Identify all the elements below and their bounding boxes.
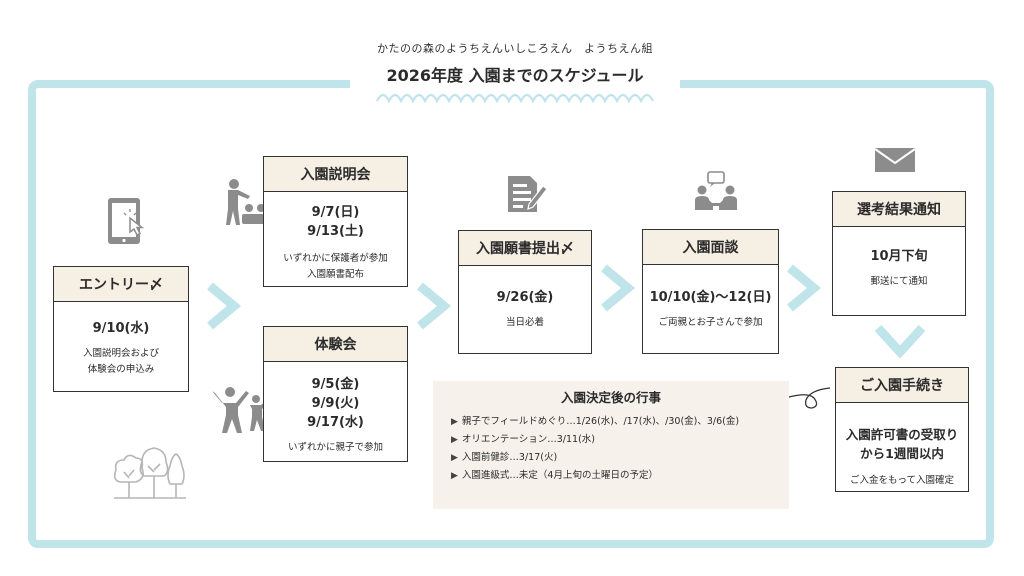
arrow-chevron-icon	[417, 282, 452, 330]
interview-date: 10/10(金)〜12(日)	[649, 290, 772, 305]
trial-date-2: 9/9(火)	[311, 396, 360, 411]
trial-kids-icon	[212, 387, 270, 433]
document-pen-icon	[508, 176, 548, 212]
title-block: かたのの森のようちえんいしころえん ようちえん組 2026年度 入園までのスケジ…	[350, 30, 680, 115]
result-note: 郵送にて通知	[870, 276, 928, 287]
application-heading: 入園願書提出〆	[459, 231, 591, 266]
triangle-bullet-icon: ▶	[451, 453, 458, 463]
events-title: 入園決定後の行事	[560, 390, 661, 405]
event-item: ▶オリエンテーション…3/11(水)	[451, 434, 595, 445]
result-date: 10月下旬	[870, 249, 928, 264]
briefing-card: 入園説明会 9/7(日) 9/13(土) いずれかに保護者が参加 入園願書配布	[263, 156, 408, 287]
event-item: ▶入園進級式…未定（4月上旬の土曜日の予定）	[451, 470, 658, 481]
application-card: 入園願書提出〆 9/26(金) 当日必着	[458, 230, 592, 354]
procedure-note: ご入金をもって入園確定	[849, 475, 955, 486]
briefing-date-1: 9/7(日)	[311, 205, 360, 220]
interview-heading: 入園面談	[643, 230, 778, 265]
interview-icon	[695, 171, 737, 210]
interview-card: 入園面談 10/10(金)〜12(日) ご両親とお子さんで参加	[642, 229, 779, 354]
trial-card: 体験会 9/5(金) 9/9(火) 9/17(水) いずれかに親子で参加	[263, 326, 408, 462]
trial-date-3: 9/17(水)	[307, 415, 364, 430]
arrow-chevron-icon	[601, 264, 636, 312]
trial-date-1: 9/5(金)	[311, 377, 360, 392]
application-note: 当日必着	[505, 317, 544, 328]
trial-heading: 体験会	[264, 327, 407, 362]
procedure-line-1: 入園許可書の受取り	[845, 427, 959, 442]
entry-note-2: 体験会の申込み	[87, 364, 155, 375]
interview-note: ご両親とお子さんで参加	[658, 317, 763, 328]
envelope-icon	[874, 148, 916, 172]
post-admission-events: 入園決定後の行事 ▶親子でフィールドめぐり…1/26(水)、/17(水)、/30…	[433, 381, 789, 509]
entry-date: 9/10(水)	[92, 321, 150, 336]
event-item: ▶親子でフィールドめぐり…1/26(水)、/17(水)、/30(金)、3/6(金…	[451, 416, 740, 427]
briefing-heading: 入園説明会	[264, 157, 407, 192]
briefing-date-2: 9/13(土)	[307, 224, 364, 239]
wave-decoration-icon	[376, 93, 654, 104]
event-item: ▶入園前健診…3/17(火)	[451, 452, 558, 463]
arrow-chevron-icon	[207, 282, 242, 330]
arrow-chevron-down-icon	[874, 324, 926, 358]
result-card: 選考結果通知 10月下旬 郵送にて通知	[832, 191, 966, 316]
briefing-note-1: いずれかに保護者が参加	[283, 253, 388, 264]
briefing-note-2: 入園願書配布	[306, 269, 364, 280]
application-date: 9/26(金)	[496, 290, 554, 305]
arrow-chevron-icon	[787, 264, 822, 312]
triangle-bullet-icon: ▶	[451, 417, 458, 427]
entry-card: エントリー〆 9/10(水) 入園説明会および 体験会の申込み	[53, 266, 189, 392]
triangle-bullet-icon: ▶	[451, 471, 458, 481]
kindergarten-subtitle: かたのの森のようちえんいしころえん ようちえん組	[377, 42, 653, 55]
entry-heading: エントリー〆	[54, 267, 188, 302]
page-title: 2026年度 入園までのスケジュール	[386, 66, 644, 85]
tablet-touch-icon	[108, 198, 145, 244]
procedure-line-2: から1週間以内	[860, 446, 944, 461]
triangle-bullet-icon: ▶	[451, 435, 458, 445]
trees-icon	[113, 447, 186, 499]
trial-note: いずれかに親子で参加	[287, 442, 383, 453]
entry-note-1: 入園説明会および	[82, 348, 159, 359]
result-heading: 選考結果通知	[833, 192, 965, 227]
procedure-card: ご入園手続き 入園許可書の受取り から1週間以内 ご入金をもって入園確定	[835, 367, 969, 492]
procedure-heading: ご入園手続き	[836, 368, 968, 403]
